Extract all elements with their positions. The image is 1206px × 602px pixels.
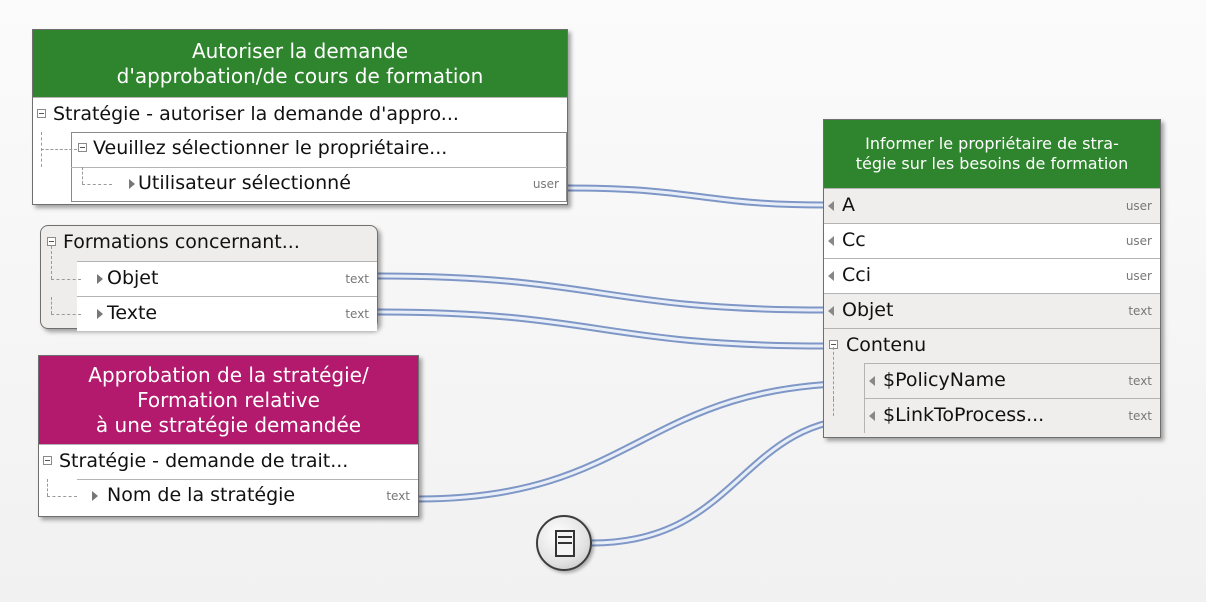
collapse-icon[interactable] bbox=[43, 456, 52, 465]
row-label: Texte bbox=[107, 302, 158, 324]
tree-line bbox=[47, 479, 48, 496]
row-contenu[interactable]: Contenu bbox=[824, 328, 1160, 363]
expand-arrow-icon[interactable] bbox=[97, 309, 103, 319]
tree-line bbox=[833, 399, 834, 416]
row-nom-strategie[interactable]: Nom de la stratégie text bbox=[39, 479, 418, 514]
row-cci[interactable]: Cci user bbox=[824, 258, 1160, 293]
row-divider bbox=[77, 479, 418, 480]
node-informer-title-line-1: Informer le propriétaire de stra- bbox=[865, 134, 1119, 153]
row-strategie-autoriser[interactable]: Stratégie - autoriser la demande d'appro… bbox=[33, 97, 567, 132]
row-strategie-demande[interactable]: Stratégie - demande de trait... bbox=[39, 444, 418, 479]
node-informer-header: Informer le propriétaire de stra- tégie … bbox=[824, 120, 1160, 188]
tree-line bbox=[51, 246, 52, 279]
row-utilisateur-selectionne[interactable]: Utilisateur sélectionné user bbox=[33, 167, 567, 202]
input-port-icon[interactable] bbox=[828, 236, 834, 246]
type-label: text bbox=[345, 272, 369, 286]
row-label: Utilisateur sélectionné bbox=[138, 172, 351, 194]
expand-arrow-icon[interactable] bbox=[92, 491, 98, 501]
row-linktoprocess[interactable]: $LinkToProcess... text bbox=[833, 398, 1160, 433]
collapse-icon[interactable] bbox=[37, 109, 46, 118]
type-label: text bbox=[345, 307, 369, 321]
row-label: Objet bbox=[107, 267, 159, 289]
type-label: user bbox=[532, 177, 559, 191]
node-autoriser-header: Autoriser la demande d'approbation/de co… bbox=[33, 30, 567, 97]
type-label: user bbox=[1125, 269, 1152, 283]
type-label: text bbox=[1128, 409, 1152, 423]
node-approbation-header: Approbation de la stratégie/ Formation r… bbox=[39, 356, 418, 444]
tree-line bbox=[51, 314, 81, 315]
type-label: user bbox=[1125, 234, 1152, 248]
row-label: Objet bbox=[842, 299, 894, 321]
collapse-icon[interactable] bbox=[47, 237, 56, 246]
connector-texte-to-contenu[interactable] bbox=[376, 308, 827, 350]
input-port-icon[interactable] bbox=[828, 306, 834, 316]
row-policyname[interactable]: $PolicyName text bbox=[833, 347, 1160, 399]
row-texte[interactable]: Texte text bbox=[51, 296, 377, 331]
row-a[interactable]: A user bbox=[824, 188, 1160, 223]
node-approbation-title-line-2: Formation relative bbox=[137, 387, 320, 412]
node-approbation-strategie[interactable]: Approbation de la stratégie/ Formation r… bbox=[38, 355, 419, 517]
connector-nom-strategie-to-policyname[interactable] bbox=[417, 379, 869, 503]
connector-document-to-linktoprocess[interactable] bbox=[591, 414, 869, 547]
input-port-icon[interactable] bbox=[828, 201, 834, 211]
row-label: Cci bbox=[842, 264, 871, 286]
row-label: Stratégie - autoriser la demande d'appro… bbox=[53, 103, 459, 125]
row-label: Stratégie - demande de trait... bbox=[59, 450, 349, 472]
row-label: Nom de la stratégie bbox=[107, 484, 296, 506]
node-autoriser-title: Autoriser la demande d'approbation/de co… bbox=[116, 38, 484, 88]
row-label: $LinkToProcess... bbox=[883, 404, 1045, 426]
tree-line bbox=[51, 279, 81, 280]
input-port-icon[interactable] bbox=[869, 376, 875, 386]
type-label: user bbox=[1125, 199, 1152, 213]
row-objet[interactable]: Objet text bbox=[51, 246, 377, 296]
node-informer-proprietaire[interactable]: Informer le propriétaire de stra- tégie … bbox=[823, 119, 1161, 438]
row-veuillez-selectionner[interactable]: Veuillez sélectionner le propriétaire... bbox=[33, 132, 567, 202]
node-approbation-title-line-3: à une stratégie demandée bbox=[95, 412, 362, 437]
node-formations-concernant[interactable]: Formations concernant... Objet text Text… bbox=[40, 225, 378, 331]
row-label: $PolicyName bbox=[883, 369, 1006, 391]
connector-objet-to-objet[interactable] bbox=[376, 272, 827, 314]
row-label: Cc bbox=[842, 229, 866, 251]
node-informer-title-line-2: tégie sur les besoins de formation bbox=[855, 154, 1129, 173]
type-label: text bbox=[386, 489, 410, 503]
expand-arrow-icon[interactable] bbox=[97, 274, 103, 284]
row-cc[interactable]: Cc user bbox=[824, 223, 1160, 258]
collapse-icon[interactable] bbox=[78, 143, 87, 152]
tree-line bbox=[47, 496, 77, 497]
expand-arrow-icon[interactable] bbox=[129, 179, 135, 189]
row-label: Contenu bbox=[846, 334, 927, 356]
type-label: text bbox=[1128, 304, 1152, 318]
tree-line bbox=[82, 184, 112, 185]
row-label: A bbox=[842, 194, 855, 216]
row-divider bbox=[71, 167, 567, 168]
node-autoriser-demande[interactable]: Autoriser la demande d'approbation/de co… bbox=[32, 29, 568, 205]
row-label: Veuillez sélectionner le propriétaire... bbox=[93, 137, 448, 159]
tree-line bbox=[82, 167, 83, 184]
row-objet-input[interactable]: Objet text bbox=[824, 293, 1160, 328]
input-port-icon[interactable] bbox=[869, 411, 875, 421]
tree-line bbox=[833, 347, 834, 399]
tree-line bbox=[41, 149, 77, 150]
document-node[interactable] bbox=[536, 515, 592, 571]
type-label: text bbox=[1128, 374, 1152, 388]
connector-utilisateur-to-a[interactable] bbox=[567, 184, 827, 209]
document-icon bbox=[555, 530, 575, 557]
row-formations-header[interactable]: Formations concernant... bbox=[41, 226, 377, 261]
input-port-icon[interactable] bbox=[828, 271, 834, 281]
node-approbation-title-line-1: Approbation de la stratégie/ bbox=[88, 362, 369, 387]
tree-line bbox=[51, 297, 52, 314]
node-formations-title: Formations concernant... bbox=[63, 231, 300, 253]
